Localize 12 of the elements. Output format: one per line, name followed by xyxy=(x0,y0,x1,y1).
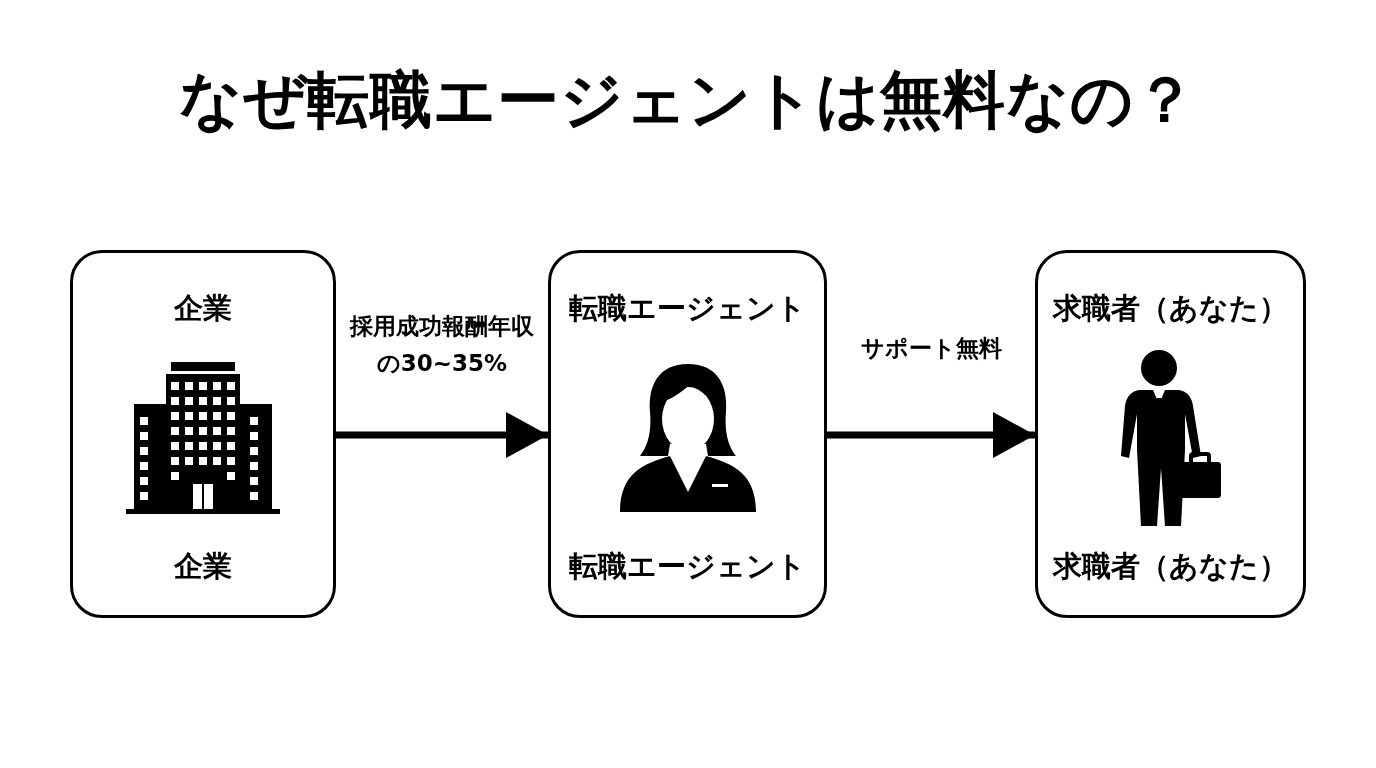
arrow xyxy=(827,412,1035,458)
node-heading: 求職者（あなた） xyxy=(1053,290,1288,327)
node-caption: 転職エージェント xyxy=(569,548,806,585)
arrow xyxy=(336,412,548,458)
node-caption: 求職者（あなた） xyxy=(1053,548,1288,585)
rounded-box xyxy=(1035,250,1306,618)
rounded-box xyxy=(548,250,827,618)
node-caption: 企業 xyxy=(174,548,232,585)
title: なぜ転職エージェントは無料なの？ xyxy=(178,62,1198,138)
rounded-box xyxy=(70,250,336,618)
node-heading: 転職エージェント xyxy=(569,290,806,327)
node-heading: 企業 xyxy=(174,290,232,327)
